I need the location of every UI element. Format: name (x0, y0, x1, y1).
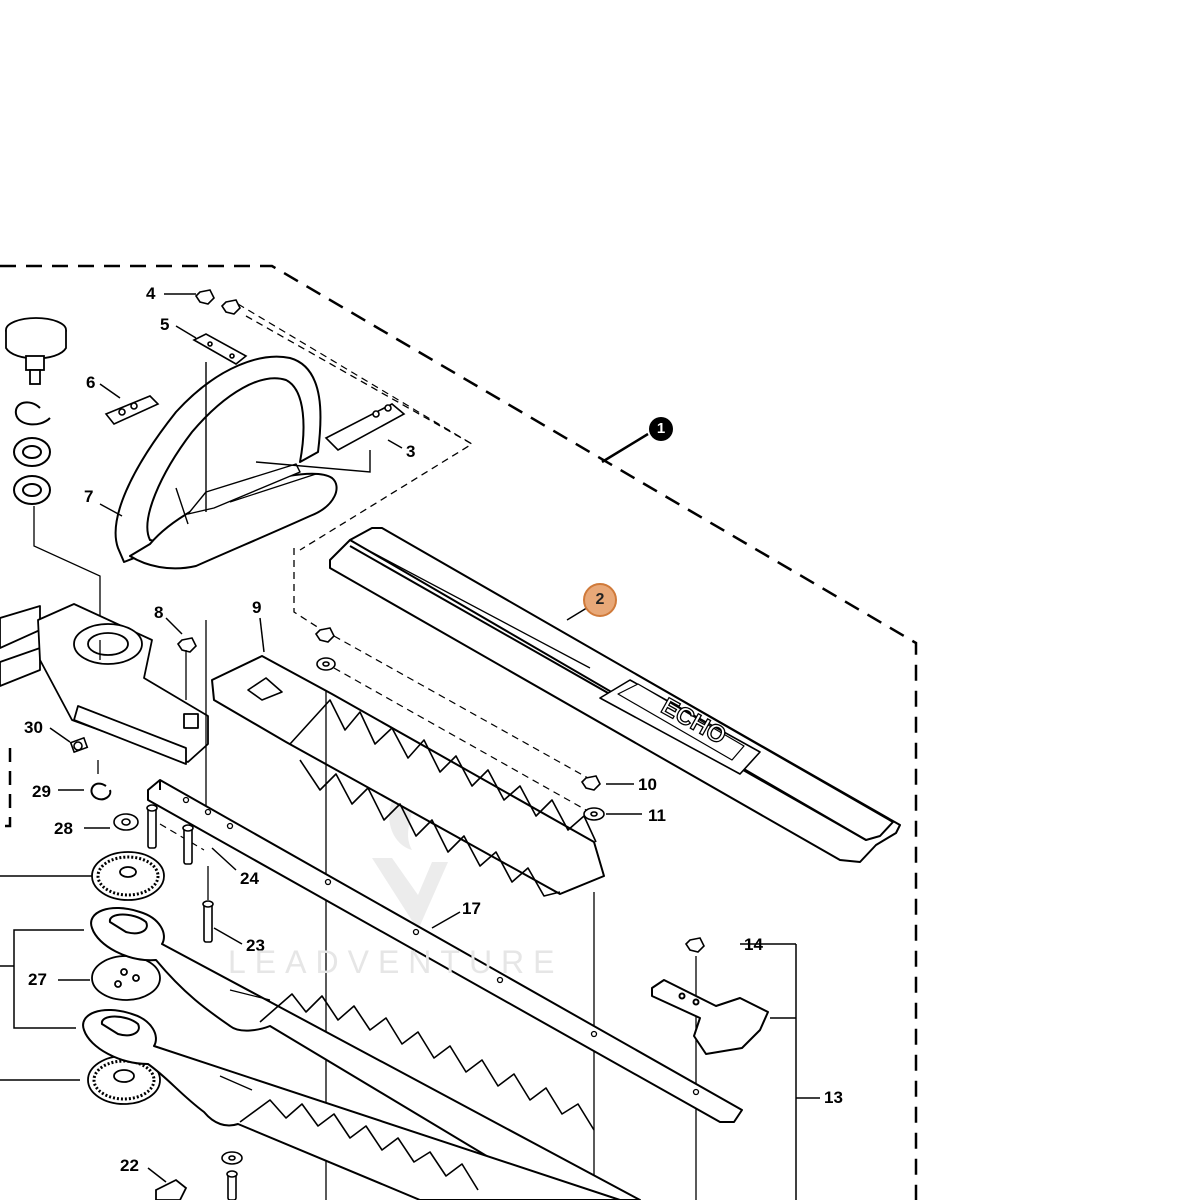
callout-3[interactable]: 3 (406, 442, 416, 461)
dashed-leaders (159, 303, 589, 851)
callout-17[interactable]: 17 (462, 899, 481, 918)
callout-11[interactable]: 11 (648, 806, 666, 825)
callout-23[interactable]: 23 (246, 936, 265, 955)
bearing-leader (33, 506, 101, 640)
callout-29[interactable]: 29 (32, 782, 51, 801)
assembly-leader (601, 432, 649, 464)
callout-27[interactable]: 27 (28, 970, 47, 989)
snap-ring (14, 401, 112, 801)
handle-subassembly-boundary (245, 315, 474, 551)
clip-part (155, 1178, 188, 1200)
callout-14[interactable]: 14 (744, 935, 763, 954)
label-parts (104, 395, 406, 451)
callout-13[interactable]: 13 (824, 1088, 843, 1107)
upper-blade (211, 655, 605, 897)
left-boundary (0, 748, 12, 828)
drive-cup (5, 317, 67, 385)
callout-5[interactable]: 5 (160, 315, 170, 334)
callout-28[interactable]: 28 (54, 819, 73, 838)
assembly-callout-1[interactable]: 1 (649, 417, 673, 441)
handle-leaders (99, 362, 371, 525)
callout-2-highlighted[interactable]: 2 (583, 583, 617, 617)
callout-10[interactable]: 10 (638, 775, 657, 794)
nut-parts (176, 289, 705, 953)
callout-22[interactable]: 22 (120, 1156, 139, 1175)
watermark-text: LEADVENTURE (228, 944, 564, 980)
gear-case (0, 603, 209, 765)
callout-leaders (0, 293, 820, 1200)
washer-parts (113, 657, 605, 1165)
lower-blade-a (90, 907, 641, 1200)
lower-blade-b (82, 1009, 621, 1200)
callout-9[interactable]: 9 (252, 598, 262, 617)
cam-disk (91, 955, 161, 1001)
front-handle (114, 355, 338, 570)
grease-fitting (69, 736, 89, 754)
guard-subassembly-boundary (293, 548, 323, 631)
plate-part-5 (192, 333, 248, 365)
callout-8[interactable]: 8 (154, 603, 164, 622)
callout-24[interactable]: 24 (240, 869, 259, 888)
callout-30[interactable]: 30 (24, 718, 43, 737)
blade-support (651, 979, 769, 1055)
bolts (146, 804, 238, 1200)
bearings (13, 437, 51, 505)
blade-guard (329, 527, 901, 863)
assembly-boundary (0, 264, 918, 1200)
callout-4[interactable]: 4 (146, 284, 156, 303)
callout-7[interactable]: 7 (84, 487, 94, 506)
callout-6[interactable]: 6 (86, 373, 96, 392)
plate-holes (182, 796, 700, 1096)
